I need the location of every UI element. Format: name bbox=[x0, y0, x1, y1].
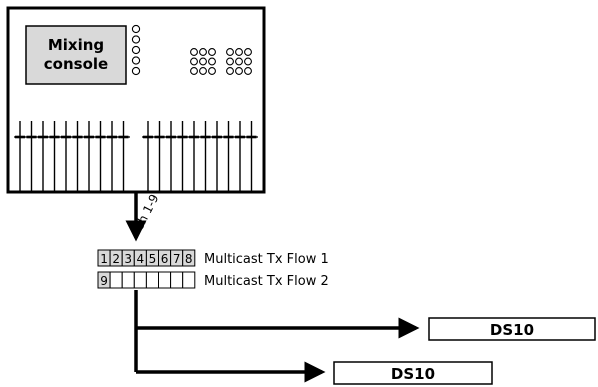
channel-slot bbox=[159, 272, 171, 288]
channel-slot: 7 bbox=[171, 250, 183, 266]
knob-icon bbox=[236, 58, 243, 65]
knob-grid-left bbox=[191, 49, 216, 75]
knob-icon bbox=[227, 58, 234, 65]
channel-slot bbox=[134, 272, 146, 288]
knob-icon bbox=[132, 36, 139, 43]
distribution-lines bbox=[136, 290, 416, 372]
flow-2-channel-slots: 9 bbox=[98, 272, 195, 288]
knob-icon bbox=[227, 49, 234, 56]
knob-icon bbox=[236, 68, 243, 75]
channel-number: 4 bbox=[137, 252, 145, 266]
knob-icon bbox=[200, 58, 207, 65]
channel-number: 5 bbox=[149, 252, 157, 266]
knob-icon bbox=[236, 49, 243, 56]
channel-slot bbox=[122, 272, 134, 288]
channel-slot bbox=[110, 272, 122, 288]
multicast-flow-2: 9 Multicast Tx Flow 2 bbox=[98, 272, 329, 289]
channel-slot: 3 bbox=[122, 250, 134, 266]
channel-slot: 9 bbox=[98, 272, 110, 288]
channel-slot bbox=[183, 272, 195, 288]
knob-icon bbox=[132, 57, 139, 64]
knob-grid-right bbox=[227, 49, 252, 75]
channel-slot bbox=[146, 272, 158, 288]
knob-icon bbox=[200, 49, 207, 56]
flow-2-name: Multicast Tx Flow 2 bbox=[204, 274, 329, 289]
knob-icon bbox=[200, 68, 207, 75]
knob-icon bbox=[132, 25, 139, 32]
channel-slot: 8 bbox=[183, 250, 195, 266]
channel-number: 8 bbox=[185, 252, 193, 266]
channel-slot: 6 bbox=[159, 250, 171, 266]
channel-number: 9 bbox=[100, 274, 108, 288]
console-label-box: Mixing console bbox=[26, 26, 126, 84]
knob-icon bbox=[209, 68, 216, 75]
knob-icon bbox=[191, 68, 198, 75]
channel-number: 3 bbox=[124, 252, 132, 266]
console-label-line2: console bbox=[44, 55, 108, 73]
knob-icon bbox=[132, 67, 139, 74]
receiver-2-label: DS10 bbox=[391, 365, 435, 383]
knob-icon bbox=[227, 68, 234, 75]
knob-icon bbox=[245, 49, 252, 56]
channel-number: 1 bbox=[100, 252, 108, 266]
channel-slot: 1 bbox=[98, 250, 110, 266]
channel-number: 7 bbox=[173, 252, 181, 266]
knob-icon bbox=[209, 58, 216, 65]
knob-icon bbox=[209, 49, 216, 56]
knob-icon bbox=[132, 46, 139, 53]
channel-slot: 5 bbox=[146, 250, 158, 266]
mixing-console: Mixing console bbox=[8, 8, 264, 192]
knob-icon bbox=[191, 58, 198, 65]
flow-1-name: Multicast Tx Flow 1 bbox=[204, 252, 329, 267]
knob-icon bbox=[245, 58, 252, 65]
channel-slot: 2 bbox=[110, 250, 122, 266]
receiver-ds10-2: DS10 bbox=[334, 362, 492, 384]
channel-slot: 4 bbox=[134, 250, 146, 266]
receiver-1-label: DS10 bbox=[490, 321, 534, 339]
knob-icon bbox=[191, 49, 198, 56]
console-label-line1: Mixing bbox=[48, 36, 104, 54]
console-output-connection: Ch 1-9 bbox=[131, 192, 161, 238]
channel-slot bbox=[171, 272, 183, 288]
knob-icon bbox=[245, 68, 252, 75]
channel-number: 6 bbox=[161, 252, 169, 266]
channel-number: 2 bbox=[112, 252, 120, 266]
receiver-ds10-1: DS10 bbox=[429, 318, 595, 340]
